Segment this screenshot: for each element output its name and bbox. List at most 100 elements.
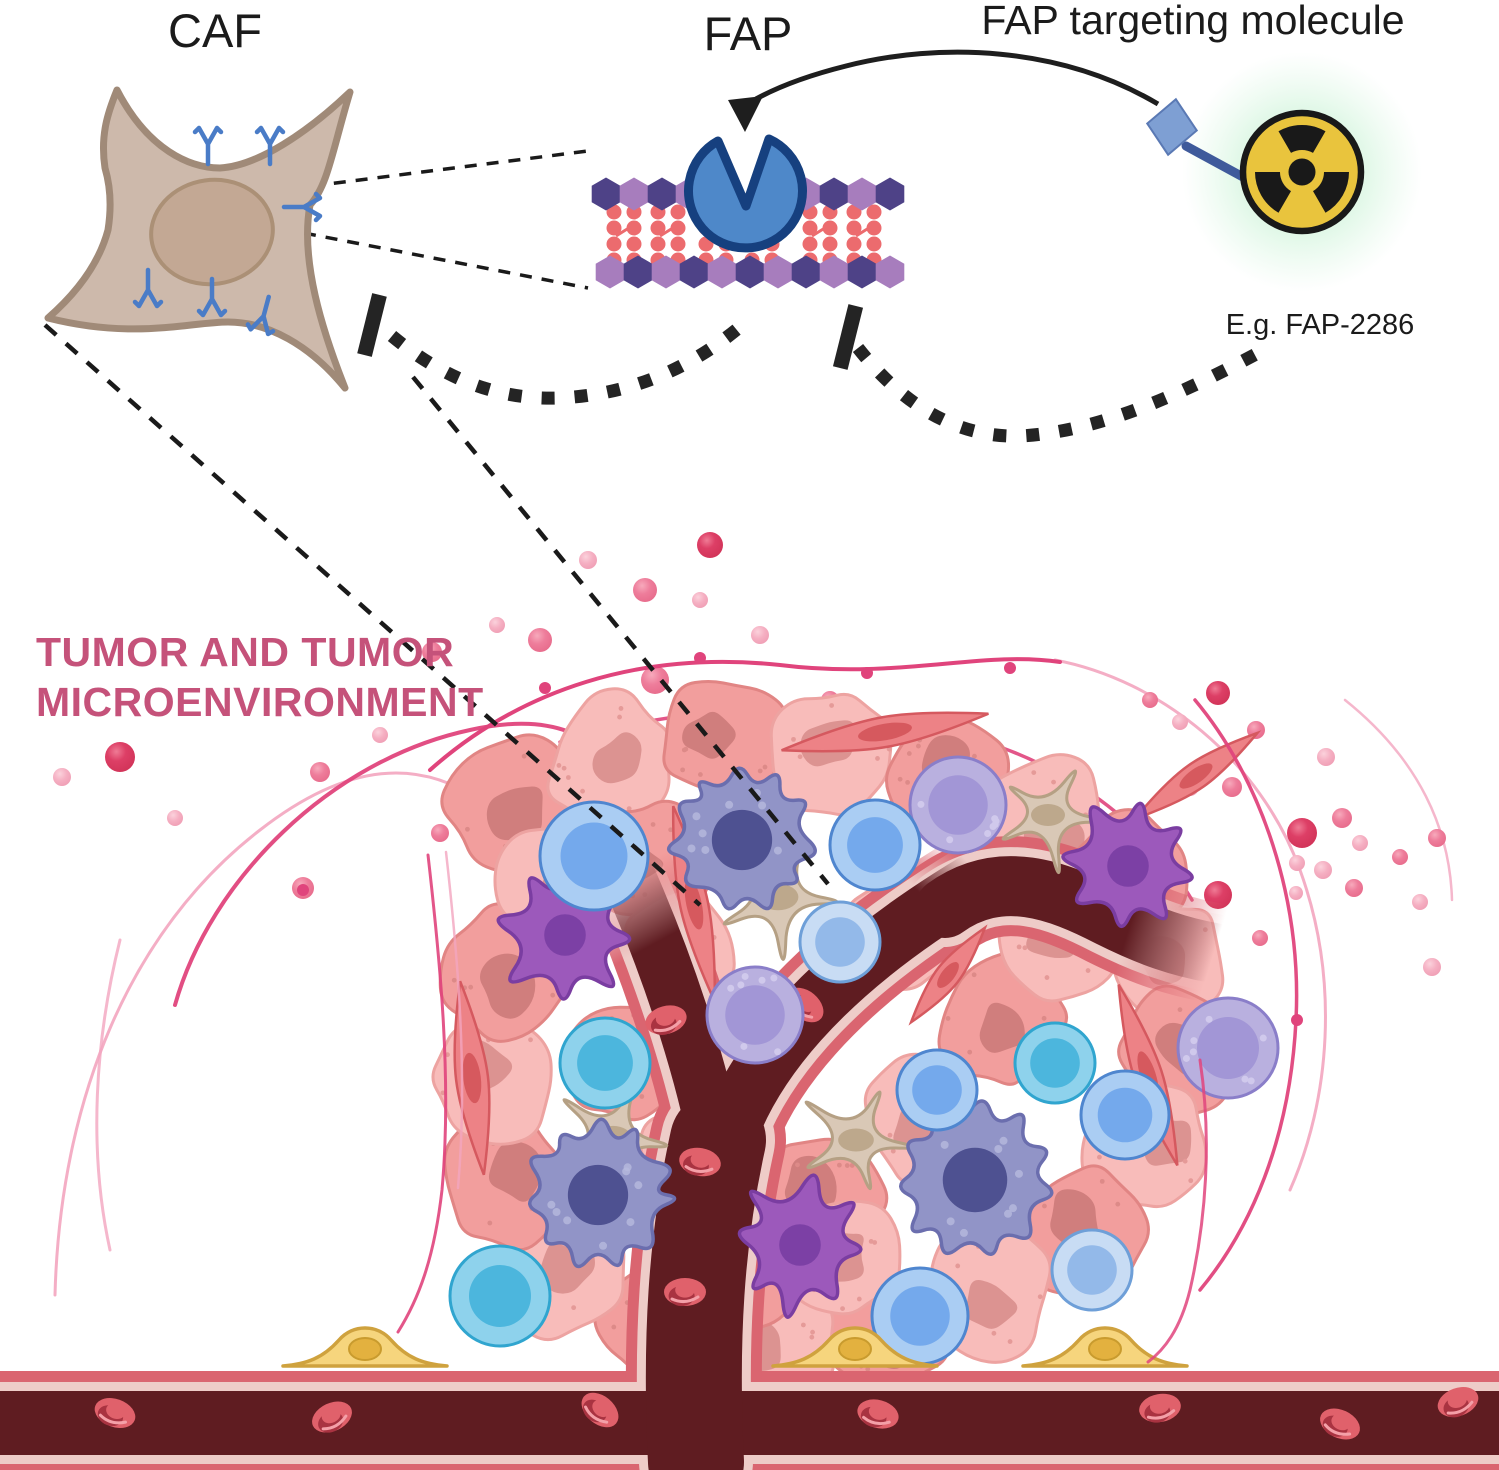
arrowhead-icon [728, 96, 763, 132]
lipid-bead [670, 220, 686, 236]
antibody-receptor-icon [192, 125, 224, 167]
lymphocyte-icon [1050, 1228, 1134, 1312]
tumor-cell-nucleus [979, 1002, 1025, 1053]
fiber-bead [694, 652, 706, 664]
lipid-bead [670, 236, 686, 252]
secreted-dot [1392, 849, 1408, 865]
red-blood-cell-icon [94, 1398, 136, 1428]
lymphocyte-icon [870, 1266, 970, 1366]
membrane-hexagon [875, 255, 905, 289]
secreted-dot [1314, 861, 1332, 879]
fiber-bead [297, 884, 309, 896]
tumor-cell-nucleus [488, 1141, 543, 1202]
secreted-dot [431, 824, 449, 842]
macrophage-icon [666, 766, 817, 911]
fibroblast-spindle-icon [781, 711, 989, 753]
antibody-receptor-icon [245, 294, 276, 337]
lipid-bead [846, 220, 862, 236]
secreted-dot [1412, 894, 1428, 910]
pericyte-nucleus [1088, 1337, 1122, 1361]
secreted-dot [697, 532, 723, 558]
secreted-dot [751, 626, 769, 644]
secreted-dot [1289, 886, 1303, 900]
spindle-nucleus [937, 962, 959, 988]
collagen-fiber-icon [428, 657, 1062, 772]
tumor-cell-nucleus [486, 786, 543, 841]
red-blood-cell-icon [857, 1399, 899, 1429]
red-blood-cell-icon [679, 1147, 721, 1177]
antibody-receptor-icon [196, 276, 228, 318]
nk-cell-icon [1013, 1021, 1097, 1105]
membrane-hexagon [819, 177, 849, 211]
pericyte-nucleus [838, 1337, 872, 1361]
caf-surface-receptors [132, 125, 323, 337]
pericyte-icon [281, 1326, 449, 1368]
caf-nucleus [149, 177, 275, 287]
secreted-dot [372, 727, 388, 743]
red-blood-cell-icon [312, 1401, 352, 1433]
fibroblast-spindle-icon [1130, 730, 1262, 822]
fiber-bead [1004, 662, 1016, 674]
membrane-hexagon [847, 255, 877, 289]
secreted-dot [1287, 818, 1317, 848]
antibody-receptor-icon [132, 267, 164, 309]
fibroblast-spindle-icon [453, 980, 491, 1176]
lipid-bead [802, 236, 818, 252]
secreted-dot [579, 551, 597, 569]
red-blood-cell-icon [1139, 1393, 1181, 1423]
membrane-hexagon [619, 177, 649, 211]
lymphocyte-icon [895, 1048, 979, 1132]
collagen-fiber-icon [1146, 1058, 1208, 1364]
radiation-wedge [1313, 172, 1349, 213]
lipid-bead [866, 236, 882, 252]
collagen-fibers-front [297, 652, 1303, 1364]
secreted-dot [633, 578, 657, 602]
example-compound-label: E.g. FAP-2286 [1226, 309, 1415, 341]
pericyte-icon [1021, 1326, 1189, 1368]
fap-label: FAP [704, 7, 793, 60]
secreted-dot [528, 628, 552, 652]
fiber-bead [539, 682, 551, 694]
membrane-hexagon [875, 177, 905, 211]
lipid-bead [822, 236, 838, 252]
pericytes [281, 1326, 1189, 1368]
secreted-dot [692, 592, 708, 608]
tan-fibroblast-icon [804, 1090, 914, 1191]
lipid-bead [822, 220, 838, 236]
tumor-label-line2: MICROENVIRONMENT [36, 679, 484, 725]
radiation-wedge [1255, 172, 1291, 213]
lipid-bead [650, 220, 666, 236]
red-blood-cell-icon [1320, 1408, 1360, 1440]
nk-cell-icon [448, 1244, 552, 1348]
lymphocyte-icon [1079, 1069, 1171, 1161]
lipid-bead [866, 220, 882, 236]
lipid-bead [606, 236, 622, 252]
red-blood-cells [94, 987, 1479, 1440]
dendritic-cell-icon [737, 1173, 863, 1319]
tumor-cell-nucleus [965, 1280, 1018, 1329]
dendritic-cell-icon [1061, 801, 1194, 929]
lipid-bead [670, 204, 686, 220]
secreted-particles [53, 532, 1446, 976]
lipid-bead [650, 236, 666, 252]
secreted-dot [105, 742, 135, 772]
fiber-bead [1291, 1014, 1303, 1026]
tumor-label-line1: TUMOR AND TUMOR [36, 629, 454, 675]
spindle-nucleus [684, 878, 704, 930]
radiation-wedge [1278, 125, 1326, 153]
magnification-dashed-lines [43, 149, 830, 907]
lipid-bead [846, 236, 862, 252]
pericyte-icon [771, 1326, 939, 1368]
membrane-hexagon [651, 255, 681, 289]
antibody-receptor-icon [254, 125, 286, 167]
membrane-hexagon [707, 255, 737, 289]
targeting-arrow [728, 49, 1160, 132]
membrane-hexagon [591, 177, 621, 211]
lipid-bead [626, 236, 642, 252]
membrane-hexagon [595, 255, 625, 289]
collagen-fiber-icon [1343, 698, 1454, 902]
spindle-nucleus [858, 722, 912, 742]
secreted-dot [1172, 714, 1188, 730]
